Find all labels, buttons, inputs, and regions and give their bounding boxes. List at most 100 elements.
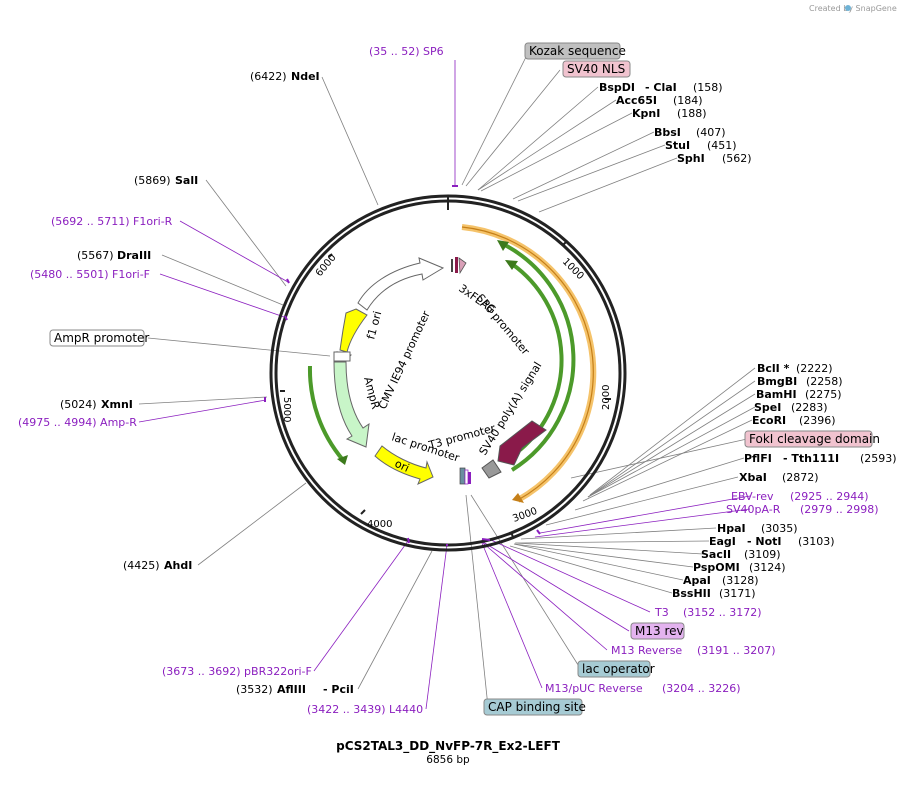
t3-primer-pos: (3152 .. 3172) [683, 606, 762, 619]
plasmid-name: pCS2TAL3_DD_NvFP-7R_Ex2-LEFT [336, 739, 561, 754]
hpai-pos: (3035) [761, 522, 798, 535]
ampr-primer-label: (4975 .. 4994) Amp-R [18, 416, 137, 429]
lac-operator-box: lac operator [577, 660, 655, 678]
f1ori-f-label: (5480 .. 5501) F1ori-F [30, 268, 150, 281]
eagi-label: EagI [709, 535, 736, 548]
hpai-label: HpaI [717, 522, 746, 535]
acc65i-pos: (184) [673, 94, 703, 107]
primer-marks [264, 185, 541, 546]
feature-lac-marks [459, 467, 471, 485]
bcli-pos: (2222) [796, 362, 833, 375]
f1ori-r-label: (5692 .. 5711) F1ori-R [51, 215, 173, 228]
svg-text:SV40 NLS: SV40 NLS [567, 62, 625, 76]
plasmid-size: 6856 bp [426, 754, 470, 766]
sacii-pos: (3109) [744, 548, 781, 561]
noti-pos: (3103) [798, 535, 835, 548]
m13-reverse-label: M13 Reverse [611, 644, 682, 657]
foki-box: FokI cleavage domain [744, 430, 880, 448]
apai-label: ApaI [683, 574, 711, 587]
bspdi-label: BspDI [599, 81, 635, 94]
cap-box: CAP binding site [483, 698, 586, 716]
feature-top-inner [451, 257, 467, 275]
apai-pos: (3128) [722, 574, 759, 587]
svg-text:lac operator: lac operator [582, 662, 655, 676]
sacii-label: SacII [701, 548, 731, 561]
afliii-pos: (3532) [236, 683, 273, 696]
pspomi-label: PspOMI [693, 561, 740, 574]
clai-pos: (158) [693, 81, 723, 94]
bsshii-label: BssHII [672, 587, 711, 600]
pflfi-label: PflFI [744, 452, 772, 465]
pbr322-label: (3673 .. 3692) pBR322ori-F [162, 665, 312, 678]
svg-text:1000: 1000 [560, 256, 586, 282]
feature-green-arc-left [307, 365, 345, 462]
tick-labels: 1000 2000 3000 4000 5000 6000 [281, 252, 612, 530]
bamhi-pos: (2275) [805, 388, 842, 401]
sphi-label: SphI [677, 152, 705, 165]
svg-text:M13 rev: M13 rev [635, 624, 684, 638]
sali-pos: (5869) [134, 174, 171, 187]
svg-text:4000: 4000 [367, 519, 392, 530]
kpni-pos: (188) [677, 107, 707, 120]
feature-f1ori-arrow [339, 308, 368, 353]
feature-ampr-promoter-box [333, 351, 351, 362]
ampr-promoter-box: AmpR promoter [49, 329, 149, 347]
svg-text:5000: 5000 [281, 397, 292, 422]
noti-label: - NotI [747, 535, 782, 548]
svg-text:Kozak sequence: Kozak sequence [529, 44, 626, 58]
sv40pa-r-label: SV40pA-R [726, 503, 781, 516]
kozak-box: Kozak sequence [524, 42, 626, 60]
sphi-pos: (562) [722, 152, 752, 165]
bbsi-pos: (407) [696, 126, 726, 139]
stui-pos: (451) [707, 139, 737, 152]
svg-text:FokI cleavage domain: FokI cleavage domain [749, 432, 880, 446]
tick-marks [280, 197, 611, 538]
m13rev-box: M13 rev [630, 622, 685, 640]
svg-text:AmpR promoter: AmpR promoter [54, 331, 149, 345]
ecori-label: EcoRI [752, 414, 786, 427]
ampr-label: AmpR [361, 375, 382, 410]
f1ori-label: f1 ori [364, 310, 384, 341]
kpni-label: KpnI [632, 107, 660, 120]
sali-label: SalI [175, 174, 198, 187]
xmni-label: XmnI [101, 398, 133, 411]
m13-reverse-pos: (3191 .. 3207) [697, 644, 776, 657]
ahdi-label: AhdI [164, 559, 192, 572]
cmv-label: CMV IE94 promoter [376, 308, 433, 411]
feature-cmv-arrow [357, 257, 445, 311]
clai-label: - ClaI [645, 81, 677, 94]
pcii-label: - PciI [323, 683, 354, 696]
m13-puc-reverse-label: M13/pUC Reverse [545, 682, 643, 695]
svg-text:CAP binding site: CAP binding site [488, 700, 586, 714]
feature-gray-box [481, 459, 502, 479]
sv40-nls-box: SV40 NLS [562, 60, 631, 78]
feature-green-arc-1 [502, 242, 576, 472]
ahdi-pos: (4425) [123, 559, 160, 572]
ecori-pos: (2396) [799, 414, 836, 427]
bsshii-pos: (3171) [719, 587, 756, 600]
feature-ampr-arrow [333, 361, 370, 448]
m13-puc-reverse-pos: (3204 .. 3226) [662, 682, 741, 695]
draiii-pos: (5567) [77, 249, 114, 262]
ebv-rev-pos: (2925 .. 2944) [790, 490, 869, 503]
xbai-label: XbaI [739, 471, 767, 484]
ori-label: ori [393, 457, 411, 475]
xbai-pos: (2872) [782, 471, 819, 484]
ebv-rev-label: EBV-rev [731, 490, 774, 503]
feature-ori-arrow [374, 445, 434, 485]
acc65i-label: Acc65I [616, 94, 657, 107]
spei-label: SpeI [754, 401, 781, 414]
bbsi-label: BbsI [654, 126, 681, 139]
svg-text:2000: 2000 [601, 385, 612, 410]
l4440-label: (3422 .. 3439) L4440 [307, 703, 423, 716]
feature-orange-arrowhead [512, 493, 524, 503]
flag-label: 3xFLAG [456, 282, 498, 317]
leader-lines [138, 56, 756, 710]
feature-sv40-polya-arrow [497, 420, 547, 466]
bcli-label: BclI * [757, 362, 790, 375]
sp6-primer-label: (35 .. 52) SP6 [369, 45, 444, 58]
bmgbi-pos: (2258) [806, 375, 843, 388]
bamhi-label: BamHI [756, 388, 797, 401]
svg-text:6000: 6000 [314, 252, 339, 279]
stui-label: StuI [665, 139, 690, 152]
